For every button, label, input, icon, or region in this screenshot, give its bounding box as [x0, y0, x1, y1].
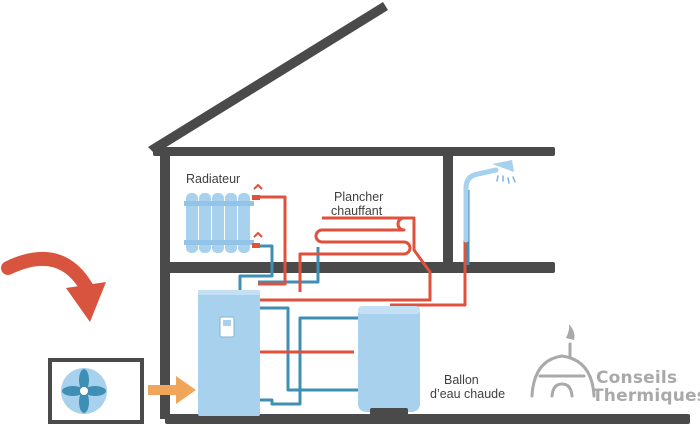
hot-pipes	[258, 195, 467, 354]
floor-heating-label-line2: chauffant	[331, 204, 383, 218]
floor-heating-label-line1: Plancher	[334, 190, 384, 204]
floor-flow-pipe	[258, 216, 432, 302]
logo-text-line1: Conseils	[596, 368, 678, 388]
shower-head-icon	[492, 160, 514, 172]
tank-base	[370, 408, 408, 416]
floor-return-pipe	[258, 247, 320, 284]
shower	[463, 160, 516, 243]
floor-heating-coil	[298, 216, 412, 292]
tank-cold-pipe	[258, 306, 358, 392]
left-wall-lower	[160, 273, 170, 419]
logo-text-line2: Thermiques	[592, 386, 700, 406]
radiator	[184, 183, 263, 253]
ground-floor	[165, 414, 690, 424]
tank-label-line1: Ballon	[444, 373, 479, 387]
radiator-valve-bottom	[252, 243, 260, 248]
tank-hot-pipe	[390, 265, 467, 307]
ceiling-beam	[153, 147, 555, 156]
hot-water-tank	[358, 306, 420, 416]
tank-label-line2: d’eau chaude	[430, 387, 506, 401]
tank-return-pipe	[258, 316, 360, 406]
radiator-return-pipe	[238, 244, 274, 292]
indoor-unit	[198, 290, 260, 416]
middle-floor	[160, 262, 555, 273]
roof	[148, 2, 388, 154]
radiator-flow-pipe	[258, 195, 287, 286]
cold-pipes	[238, 190, 470, 406]
house-structure	[148, 2, 690, 424]
logo-igloo-icon	[530, 324, 596, 398]
left-wall-upper	[160, 147, 170, 273]
radiator-label: Radiateur	[186, 172, 241, 186]
bathroom-wall	[443, 153, 453, 265]
orange-arrow-icon	[148, 376, 196, 404]
curved-arrow-icon	[1, 251, 106, 322]
radiator-valve-top	[252, 195, 260, 200]
outdoor-unit	[48, 358, 144, 424]
water-drops-icon	[496, 175, 516, 184]
